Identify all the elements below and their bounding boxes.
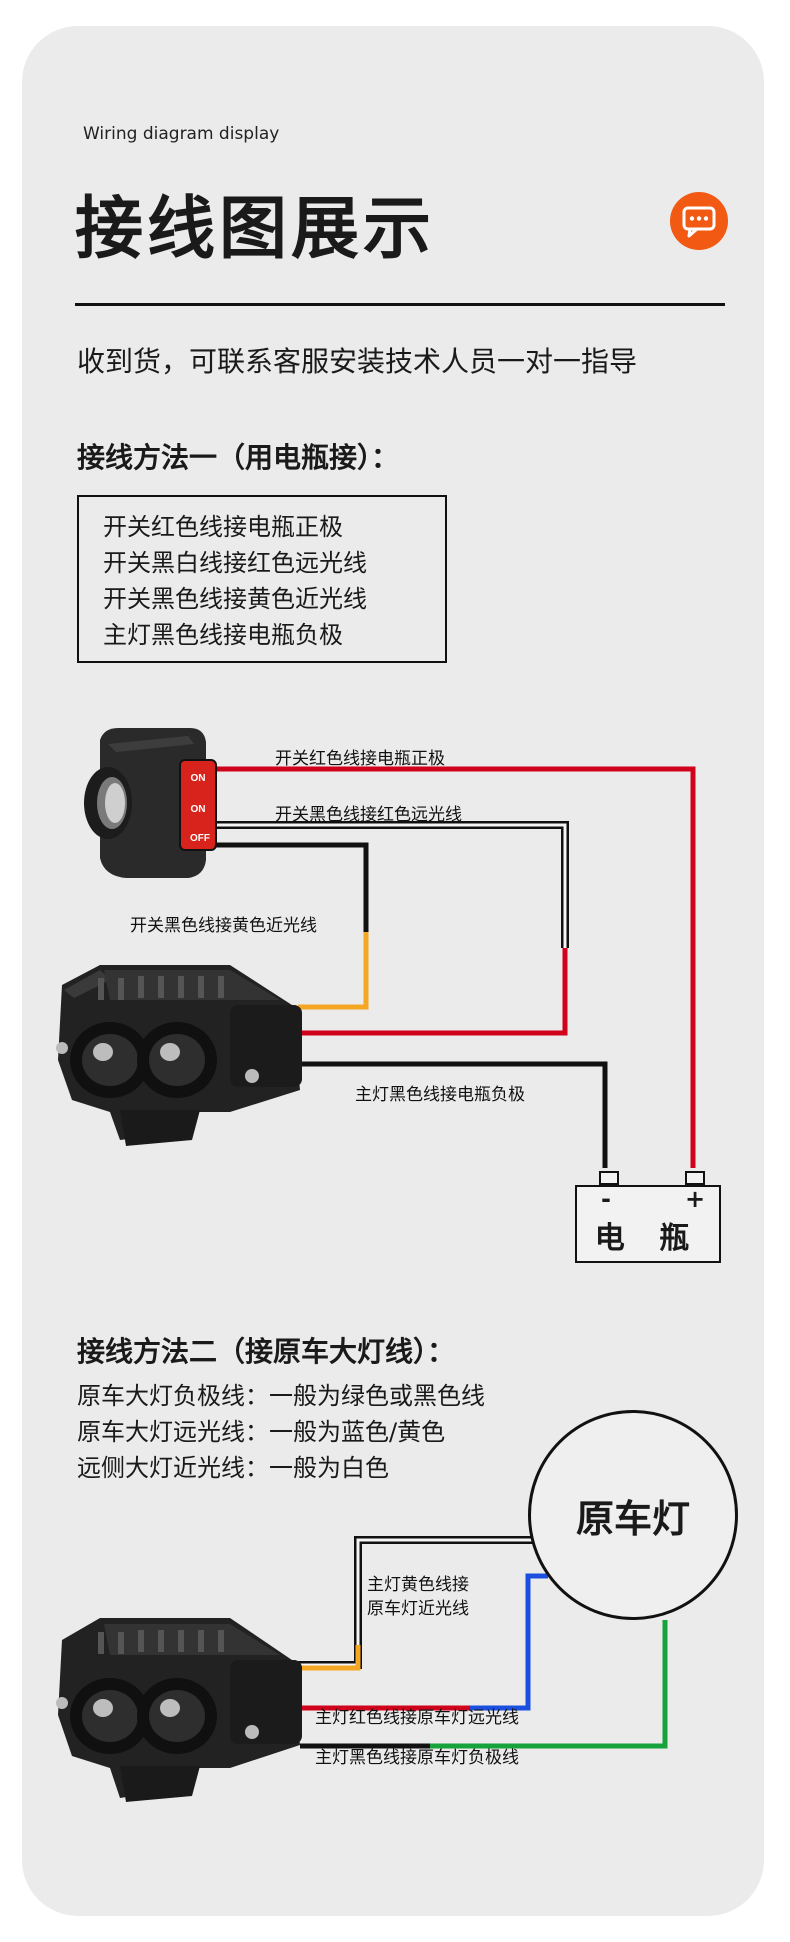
switch-label-off: OFF: [190, 833, 210, 844]
title-divider: [75, 303, 725, 306]
wire-red-highbeam: [298, 948, 568, 1036]
wire-black-switch: [210, 842, 369, 932]
label-black-wire: 开关黑色线接黄色近光线: [130, 916, 317, 936]
label-blackwhite-wire: 开关黑色线接红色远光线: [275, 805, 462, 825]
label-yellow-wire-line2: 原车灯近光线: [367, 1599, 469, 1619]
wire-green-2: [430, 1620, 668, 1749]
battery-positive-sign: +: [685, 1185, 706, 1213]
intro-text: 收到货，可联系客服安装技术人员一对一指导: [77, 345, 638, 378]
original-car-light: 原车灯: [528, 1410, 738, 1620]
label-red-wire-2: 主灯红色线接原车灯远光线: [315, 1708, 519, 1728]
battery-positive-terminal: [685, 1171, 705, 1185]
method1-line: 开关黑白线接红色远光线: [103, 549, 367, 577]
method1-line: 主灯黑色线接电瓶负极: [103, 621, 343, 649]
handlebar-switch: ON ON OFF: [84, 728, 217, 878]
battery: - + 电 瓶: [575, 1171, 721, 1263]
switch-label-on1: ON: [191, 773, 206, 784]
label-red-wire: 开关红色线接电瓶正极: [275, 749, 445, 769]
battery-negative-terminal: [599, 1171, 619, 1185]
method2-line: 原车大灯远光线：一般为蓝色/黄色: [77, 1418, 446, 1446]
battery-negative-sign: -: [601, 1185, 611, 1213]
method1-heading: 接线方法一（用电瓶接）：: [77, 441, 400, 474]
label-ground-wire: 主灯黑色线接电瓶负极: [355, 1085, 525, 1105]
method2-line: 远侧大灯近光线：一般为白色: [77, 1454, 389, 1482]
chat-bubble-icon[interactable]: [670, 192, 728, 250]
wire-yellow-2: [300, 1645, 361, 1671]
headlight-unit-1: [56, 965, 302, 1146]
wire-red-battery-positive: [210, 766, 696, 1168]
switch-label-on2: ON: [191, 804, 206, 815]
wire-blue-2: [470, 1573, 548, 1711]
method1-instructions-box: 开关红色线接电瓶正极 开关黑白线接红色远光线 开关黑色线接黄色近光线 主灯黑色线…: [77, 495, 447, 663]
label-yellow-wire-line1: 主灯黄色线接: [367, 1575, 469, 1595]
method2-instructions: 原车大灯负极线：一般为绿色或黑色线 原车大灯远光线：一般为蓝色/黄色 远侧大灯近…: [77, 1378, 485, 1486]
label-black-wire-2: 主灯黑色线接原车灯负极线: [315, 1748, 519, 1768]
page-title: 接线图展示: [75, 190, 436, 269]
wire-black-ground: [298, 1061, 608, 1168]
battery-label: 电 瓶: [594, 1221, 702, 1256]
method1-line: 开关黑色线接黄色近光线: [103, 585, 367, 613]
method2-heading: 接线方法二（接原车大灯线）：: [77, 1335, 456, 1368]
wire-yellow-lowbeam: [298, 932, 369, 1010]
headlight-unit-2: [56, 1618, 302, 1802]
method1-line: 开关红色线接电瓶正极: [103, 513, 343, 541]
subtitle: Wiring diagram display: [83, 124, 280, 144]
method2-line: 原车大灯负极线：一般为绿色或黑色线: [77, 1382, 485, 1410]
